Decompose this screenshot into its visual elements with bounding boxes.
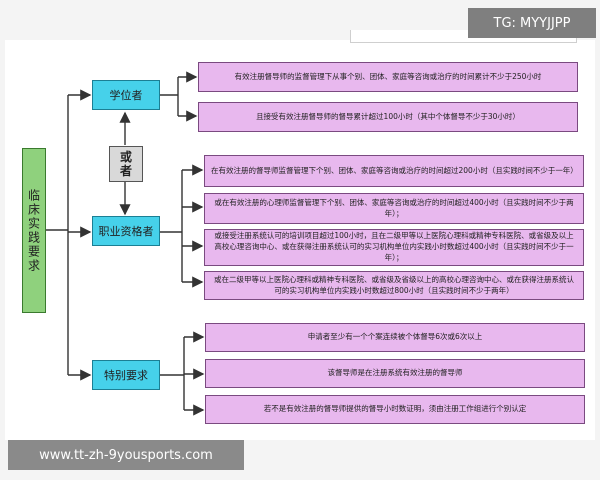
- requirement-item: 该督导师是在注册系统有效注册的督导师: [205, 359, 585, 388]
- requirement-item: 若不是有效注册的督导师提供的督导小时数证明，须由注册工作组进行个别认定: [205, 395, 585, 424]
- requirement-item: 或在二级甲等以上医院心理科或精神专科医院、或省级及省级以上的高校心理咨询中心、或…: [204, 271, 584, 300]
- requirement-item: 或在有效注册的心理师监督管理下个别、团体、家庭等咨询或治疗的时间超过400小时（…: [204, 193, 584, 224]
- branch-node-special: 特别要求: [92, 360, 160, 390]
- requirement-item: 且接受有效注册督导师的督导累计超过100小时（其中个体督导不少于30小时）: [198, 102, 578, 132]
- requirement-item: 申请者至少有一个个案连续被个体督导6次或6次以上: [205, 323, 585, 352]
- requirement-item: 有效注册督导师的监督管理下从事个别、团体、家庭等咨询或治疗的时间累计不少于250…: [198, 62, 578, 92]
- requirement-item: 或接受注册系统认可的培训项目超过100小时，且在二级甲等以上医院心理科或精神专科…: [204, 229, 584, 266]
- watermark-bottom: www.tt-zh-9yousports.com: [8, 440, 244, 470]
- watermark-top: TG: MYYJJPP: [468, 8, 596, 38]
- requirement-item: 在有效注册的督导师监督管理下个别、团体、家庭等咨询或治疗的时间超过200小时（且…: [204, 155, 584, 187]
- or-node: 或者: [109, 146, 143, 182]
- root-node: 临床实践要求: [22, 148, 46, 313]
- branch-node-qualification: 职业资格者: [92, 216, 160, 246]
- branch-node-degree: 学位者: [92, 80, 160, 110]
